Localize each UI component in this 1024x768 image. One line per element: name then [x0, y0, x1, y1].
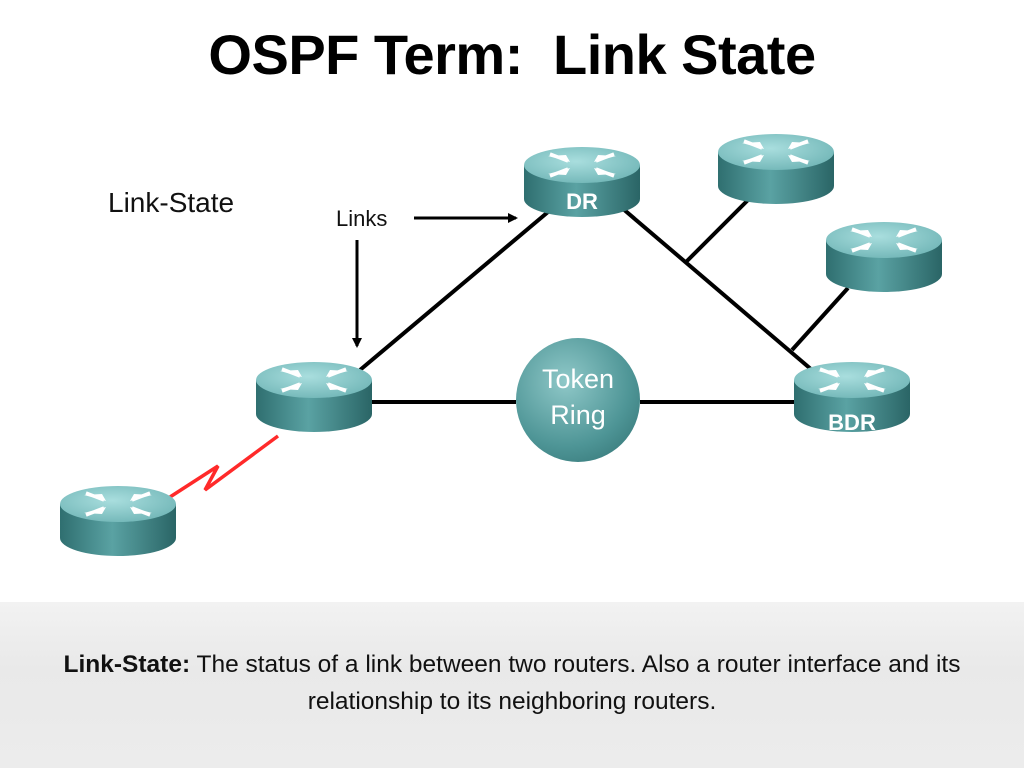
- router-top-right: [718, 134, 834, 204]
- slide-title: OSPF Term: Link State: [208, 23, 816, 86]
- links-label: Links: [336, 206, 387, 231]
- definition-body: The status of a link between two routers…: [190, 651, 961, 715]
- token-ring: Token Ring: [516, 338, 640, 462]
- link-right-router: [790, 286, 850, 352]
- ospf-network-diagram: DR BDR Token Ring Link-State Links: [60, 134, 942, 556]
- link-left-to-dr: [358, 210, 550, 372]
- dr-label: DR: [566, 189, 598, 214]
- router-bdr: BDR: [794, 362, 910, 435]
- diagram-heading: Link-State: [108, 187, 234, 218]
- links-callout-arrows: [352, 213, 518, 348]
- definition-term: Link-State:: [63, 651, 191, 678]
- serial-link: [169, 434, 280, 499]
- link-top-right-router: [684, 194, 754, 264]
- definition-text: Link-State: The status of a link between…: [40, 646, 984, 720]
- router-right: [826, 222, 942, 292]
- router-left: [256, 362, 372, 432]
- token-ring-line-1: Token: [542, 364, 614, 394]
- router-dr: DR: [524, 147, 640, 217]
- token-ring-line-2: Ring: [550, 400, 606, 430]
- definition-panel: [0, 602, 1024, 768]
- network-links: [169, 194, 850, 499]
- router-bottom-left: [60, 486, 176, 556]
- link-dr-to-bdr: [620, 206, 814, 372]
- bdr-label: BDR: [828, 410, 876, 435]
